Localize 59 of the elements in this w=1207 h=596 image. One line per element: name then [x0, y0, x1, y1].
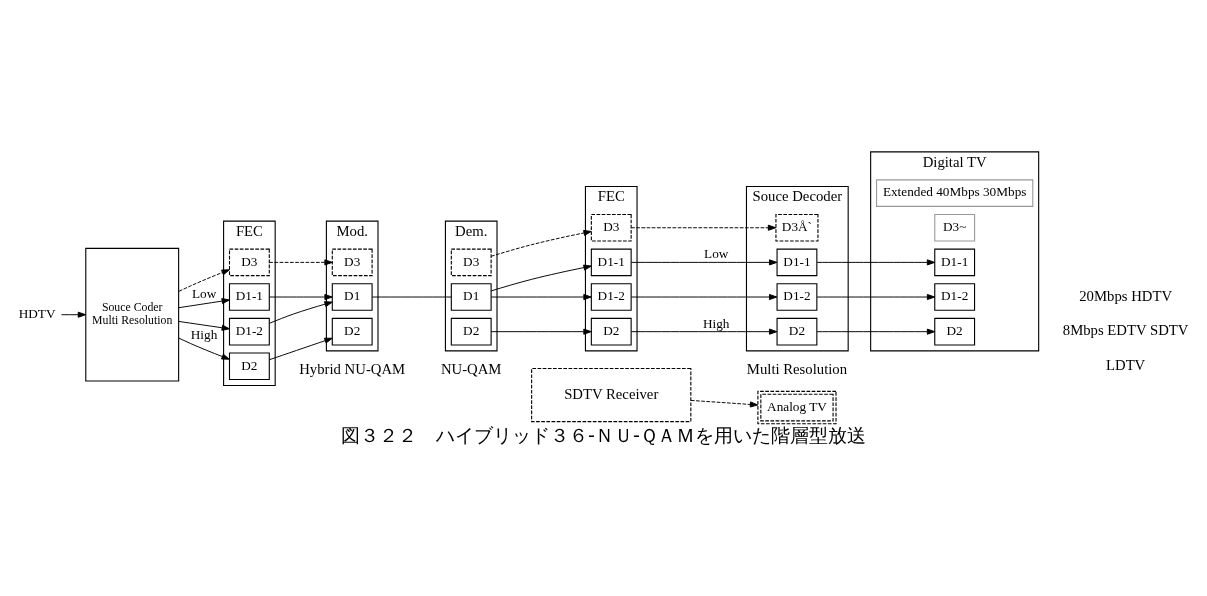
- edge-label: Low: [704, 245, 729, 261]
- node-box: D1: [450, 282, 492, 311]
- edge-label: High: [190, 326, 218, 342]
- node-box: Souce Coder Multi Resolution: [85, 247, 180, 382]
- node-box: D1: [331, 282, 373, 311]
- node-box: D2: [776, 317, 818, 345]
- label: Hybrid NU-QAM: [299, 360, 406, 377]
- caption: 図３２２ ハイブリッド３６-ＮＵ-ＱＡＭを用いた階層型放送: [341, 423, 866, 447]
- node-box: D3~: [934, 213, 976, 242]
- label: Multi Resolution: [746, 360, 848, 377]
- arrow: [816, 293, 936, 300]
- node-box: D1-2: [776, 282, 818, 311]
- arrow: [178, 268, 230, 292]
- arrow: [816, 328, 936, 335]
- arrow: [490, 229, 592, 257]
- arrow: [690, 399, 759, 407]
- arrow: [816, 258, 936, 265]
- arrow: [490, 264, 592, 291]
- arrow: [268, 337, 333, 360]
- node-box: D1-1: [228, 282, 270, 311]
- node-box: D2: [450, 317, 492, 345]
- arrow: [178, 297, 230, 308]
- arrow: [61, 311, 87, 318]
- node-box: D3Å`: [775, 213, 819, 242]
- arrow: [630, 258, 778, 265]
- node-box: D1-1: [934, 248, 976, 276]
- label: LDTV: [1106, 356, 1146, 373]
- node-box: D1-1: [776, 248, 818, 276]
- label: 20Mbps HDTV: [1079, 287, 1173, 304]
- arrow: [630, 328, 778, 335]
- node-box: D1-2: [934, 282, 976, 311]
- node-box: D2: [590, 317, 632, 345]
- node-box: SDTV Receiver: [531, 367, 692, 422]
- label: 8Mbps EDTV SDTV: [1062, 321, 1189, 338]
- node-box: D1-2: [590, 282, 632, 311]
- node-box: D1-2: [228, 317, 270, 345]
- node-box: D3: [590, 213, 632, 242]
- edge-label: Low: [191, 285, 217, 301]
- node-box: D3: [331, 248, 373, 276]
- node-box: D2: [228, 352, 270, 380]
- arrow: [178, 320, 230, 331]
- arrow: [490, 293, 592, 300]
- connector: [371, 296, 452, 297]
- arrow: [490, 328, 592, 335]
- edge-label: High: [703, 315, 730, 331]
- arrow: [178, 337, 230, 360]
- node-box: D3: [228, 248, 270, 276]
- node-box: D3: [450, 248, 492, 276]
- node-box: D2: [934, 317, 976, 345]
- node-box: D1-1: [590, 248, 632, 276]
- arrow: [630, 293, 778, 300]
- node-box: Extended 40Mbps 30Mbps: [876, 178, 1034, 207]
- arrow: [268, 300, 333, 324]
- node-text: HDTV: [18, 305, 56, 321]
- label: NU-QAM: [440, 360, 502, 377]
- arrow: [268, 258, 333, 265]
- arrow: [630, 224, 777, 231]
- arrow: [268, 293, 333, 300]
- node-box: D2: [331, 317, 373, 345]
